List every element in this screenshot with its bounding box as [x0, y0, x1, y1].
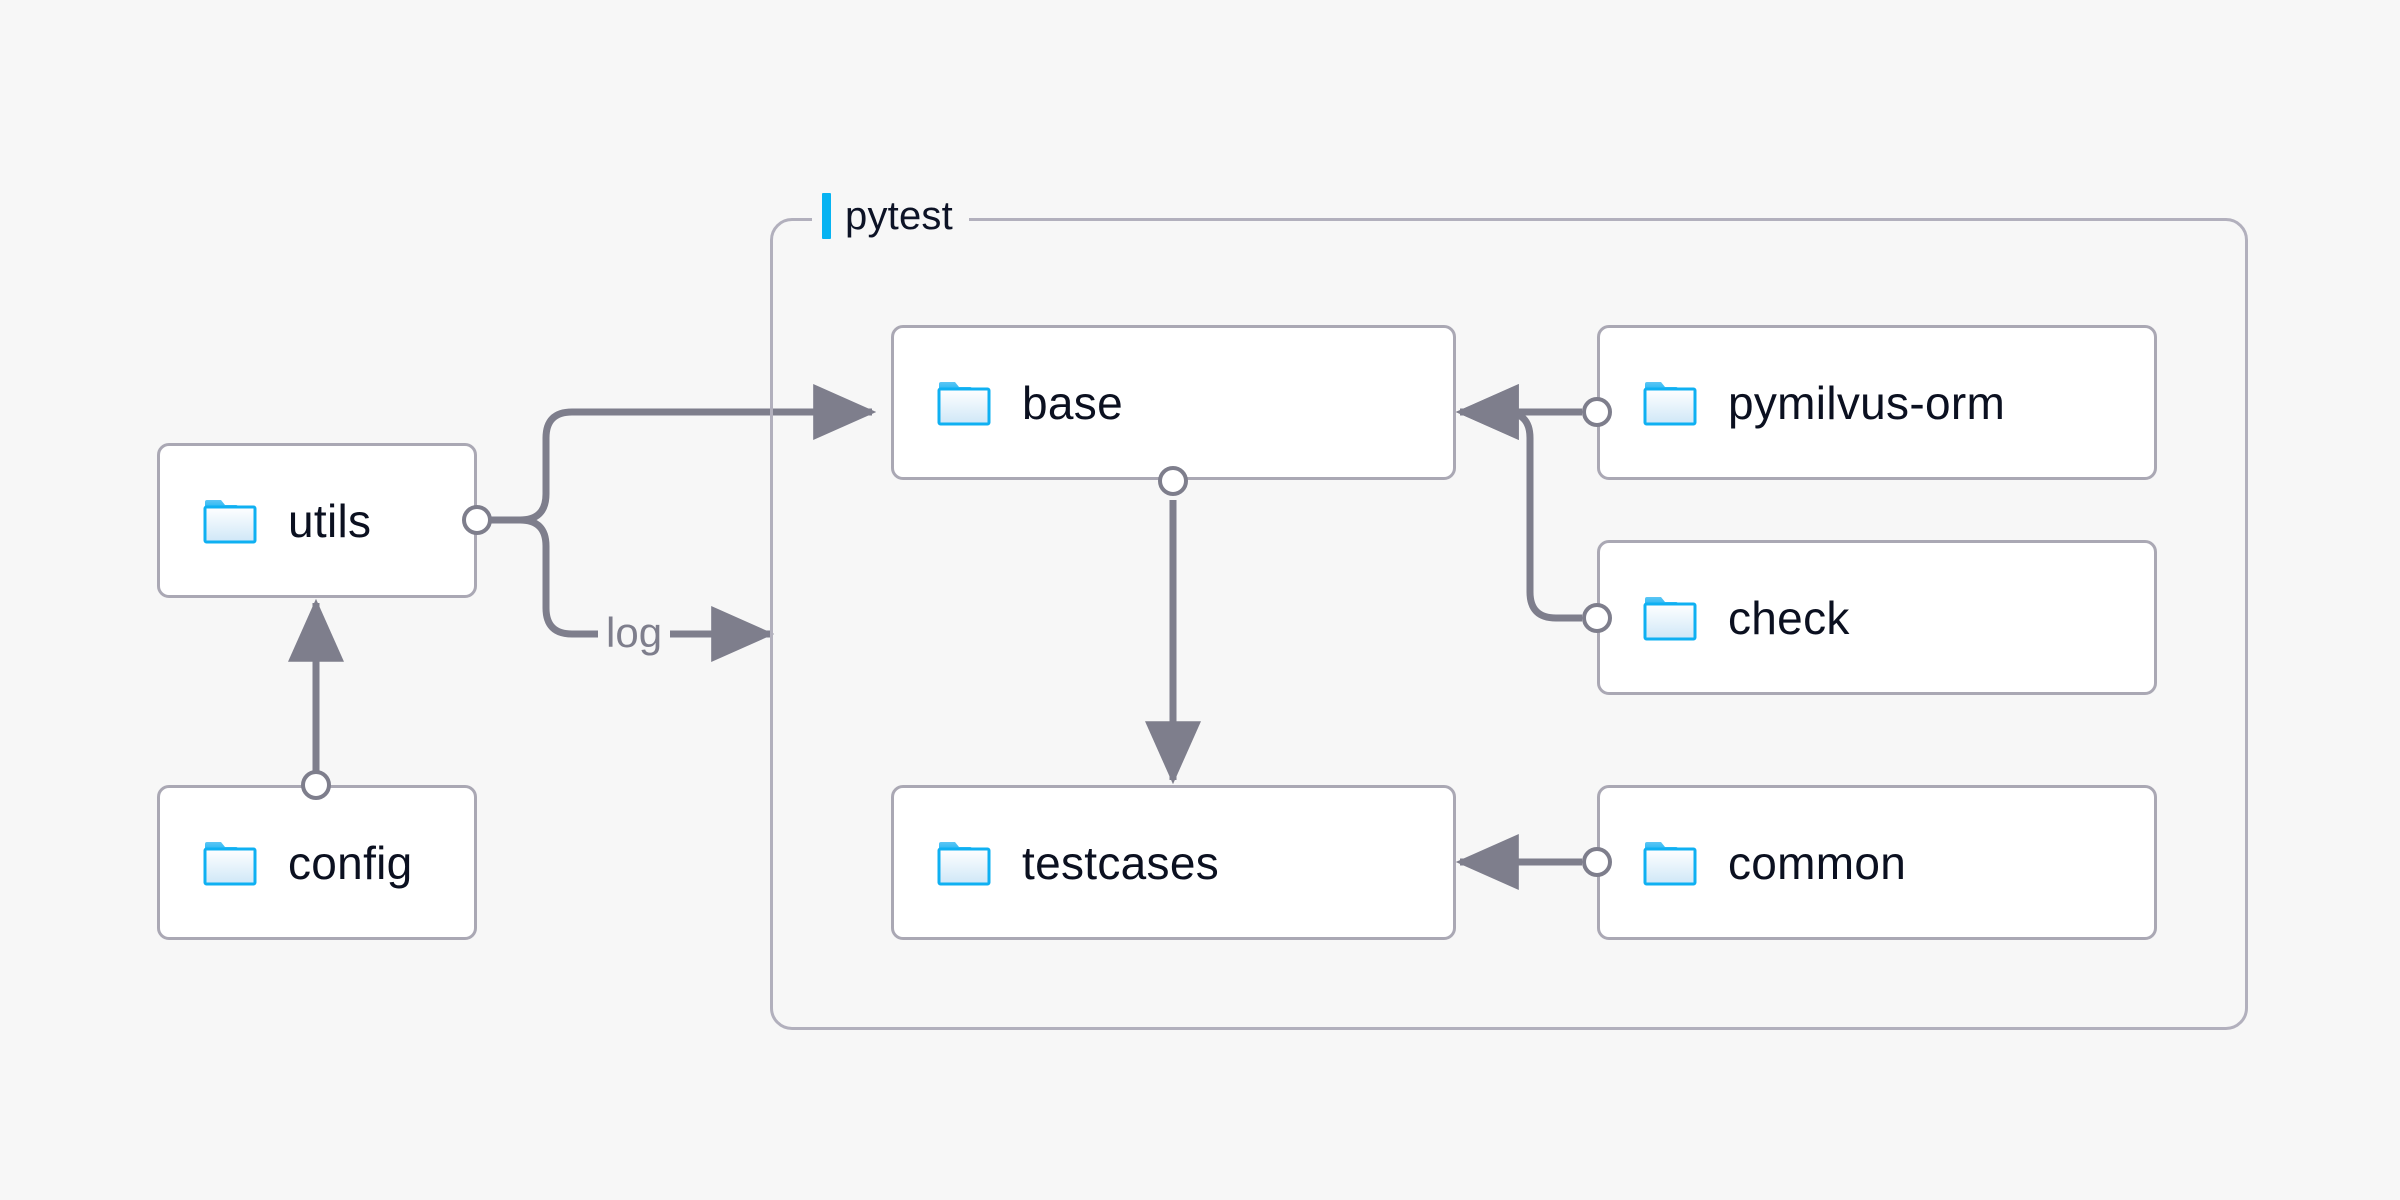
port-common-left[interactable]: [1582, 847, 1612, 877]
node-pymilvus-orm-label: pymilvus-orm: [1728, 376, 2006, 429]
folder-icon: [937, 381, 991, 425]
edge-label-log: log: [598, 612, 671, 654]
group-pytest[interactable]: [770, 218, 2248, 1030]
node-testcases-label: testcases: [1022, 836, 1220, 889]
node-config[interactable]: config: [157, 785, 477, 940]
folder-icon: [203, 499, 257, 543]
node-base-label: base: [1022, 376, 1123, 429]
folder-icon: [203, 841, 257, 885]
folder-icon: [937, 841, 991, 885]
port-base-bottom[interactable]: [1158, 466, 1188, 496]
node-check[interactable]: check: [1597, 540, 2157, 695]
node-testcases[interactable]: testcases: [891, 785, 1456, 940]
node-base[interactable]: base: [891, 325, 1456, 480]
port-config-top[interactable]: [301, 770, 331, 800]
port-pymilvus-orm-left[interactable]: [1582, 397, 1612, 427]
folder-icon: [1643, 381, 1697, 425]
node-check-label: check: [1728, 591, 1850, 644]
node-utils-label: utils: [288, 494, 372, 547]
node-config-label: config: [288, 836, 413, 889]
node-common[interactable]: common: [1597, 785, 2157, 940]
node-utils[interactable]: utils: [157, 443, 477, 598]
group-pytest-label: pytest: [812, 190, 969, 242]
group-accent-bar-icon: [822, 193, 831, 239]
port-utils-right[interactable]: [462, 505, 492, 535]
port-check-left[interactable]: [1582, 603, 1612, 633]
group-pytest-title: pytest: [845, 194, 953, 238]
node-common-label: common: [1728, 836, 1907, 889]
node-pymilvus-orm[interactable]: pymilvus-orm: [1597, 325, 2157, 480]
folder-icon: [1643, 596, 1697, 640]
folder-icon: [1643, 841, 1697, 885]
